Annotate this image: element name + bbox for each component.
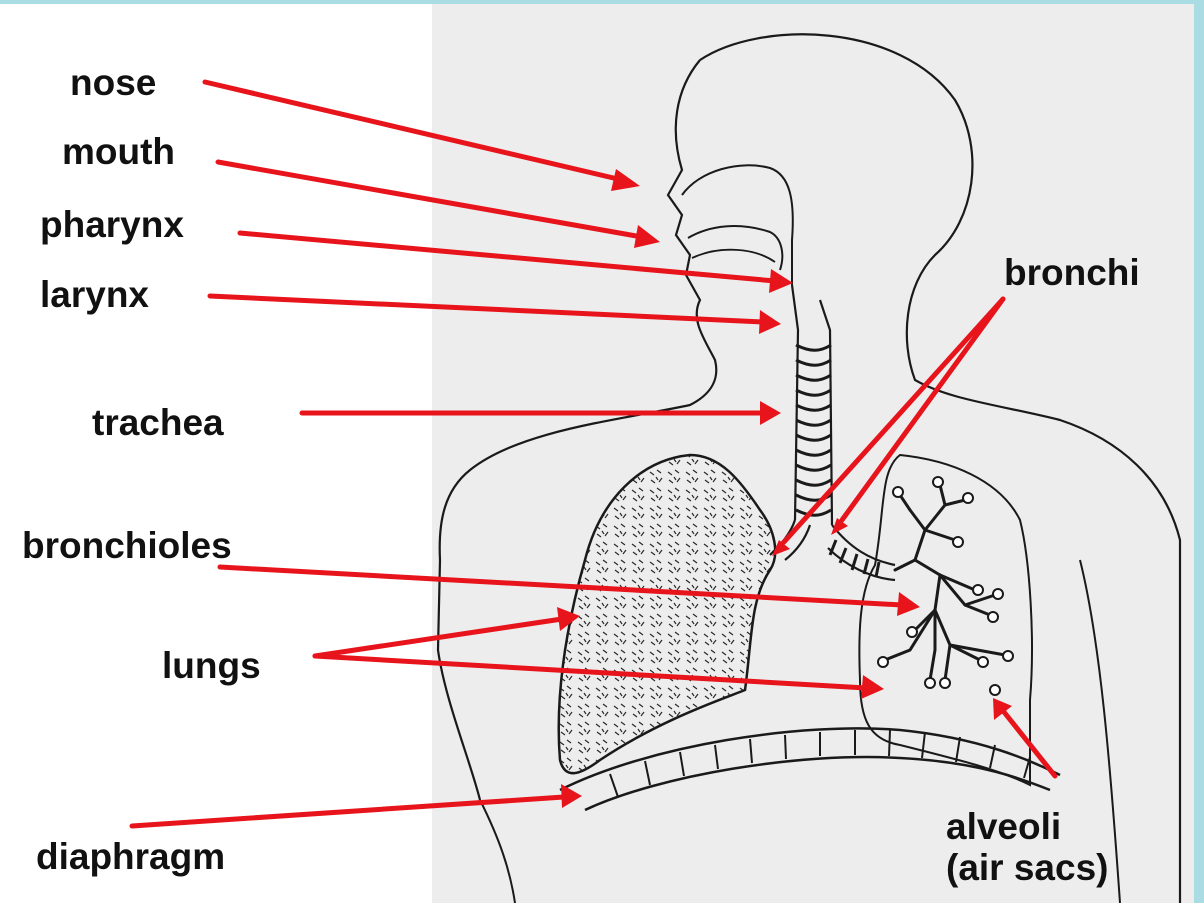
label-diaphragm: diaphragm <box>36 838 225 875</box>
label-pharynx: pharynx <box>40 206 184 243</box>
label-bronchi: bronchi <box>1004 254 1140 291</box>
label-bronchioles: bronchioles <box>22 527 232 564</box>
right-frame <box>1194 0 1204 903</box>
label-alveoli: alveoli (air sacs) <box>946 806 1109 889</box>
label-larynx: larynx <box>40 276 149 313</box>
drawing-panel <box>432 4 1194 903</box>
label-alveoli-line2: (air sacs) <box>946 847 1109 888</box>
label-mouth: mouth <box>62 133 175 170</box>
label-trachea: trachea <box>92 404 224 441</box>
label-lungs: lungs <box>162 647 261 684</box>
label-alveoli-line1: alveoli <box>946 806 1109 847</box>
top-frame <box>0 0 1204 4</box>
label-nose: nose <box>70 64 156 101</box>
